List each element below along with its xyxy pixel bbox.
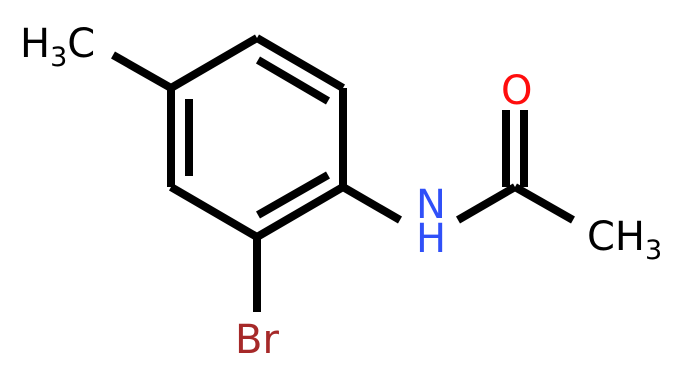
benzene-ring [167,34,347,241]
atom-label-bromine: Br [235,317,279,363]
bond-carbonyl-to-methyl [513,183,575,224]
atom-label-nitrogen: N H [416,182,446,262]
ring-methyl-subscript: 3 [50,42,67,73]
atom-label-oxygen: O [501,68,532,114]
ring-bond-c5-c6 [254,183,346,241]
bond-ring-to-nitrogen [340,183,403,224]
ring-bond-c1-c2-inner [255,56,331,105]
nitrogen-symbol: N [416,182,446,228]
ring-methyl-h: H [20,21,50,67]
ring-bond-c4-c5 [168,183,260,241]
ring-bond-c1-c2 [254,34,346,92]
ring-bond-c2-c3 [168,34,260,92]
atom-label-acetyl-methyl: CH3 [587,214,662,266]
bond-ring-to-methyl [111,51,173,92]
atom-label-ring-methyl: H3C [20,21,95,73]
nitrogen-hydrogen: H [416,216,446,262]
acetyl-methyl-subscript: 3 [645,235,662,266]
bond-nitrogen-to-carbonyl [455,183,518,224]
ring-bond-c5-c6-inner [256,171,330,219]
ring-methyl-c: C [67,21,95,67]
acetyl-methyl-ch: CH [587,214,645,260]
